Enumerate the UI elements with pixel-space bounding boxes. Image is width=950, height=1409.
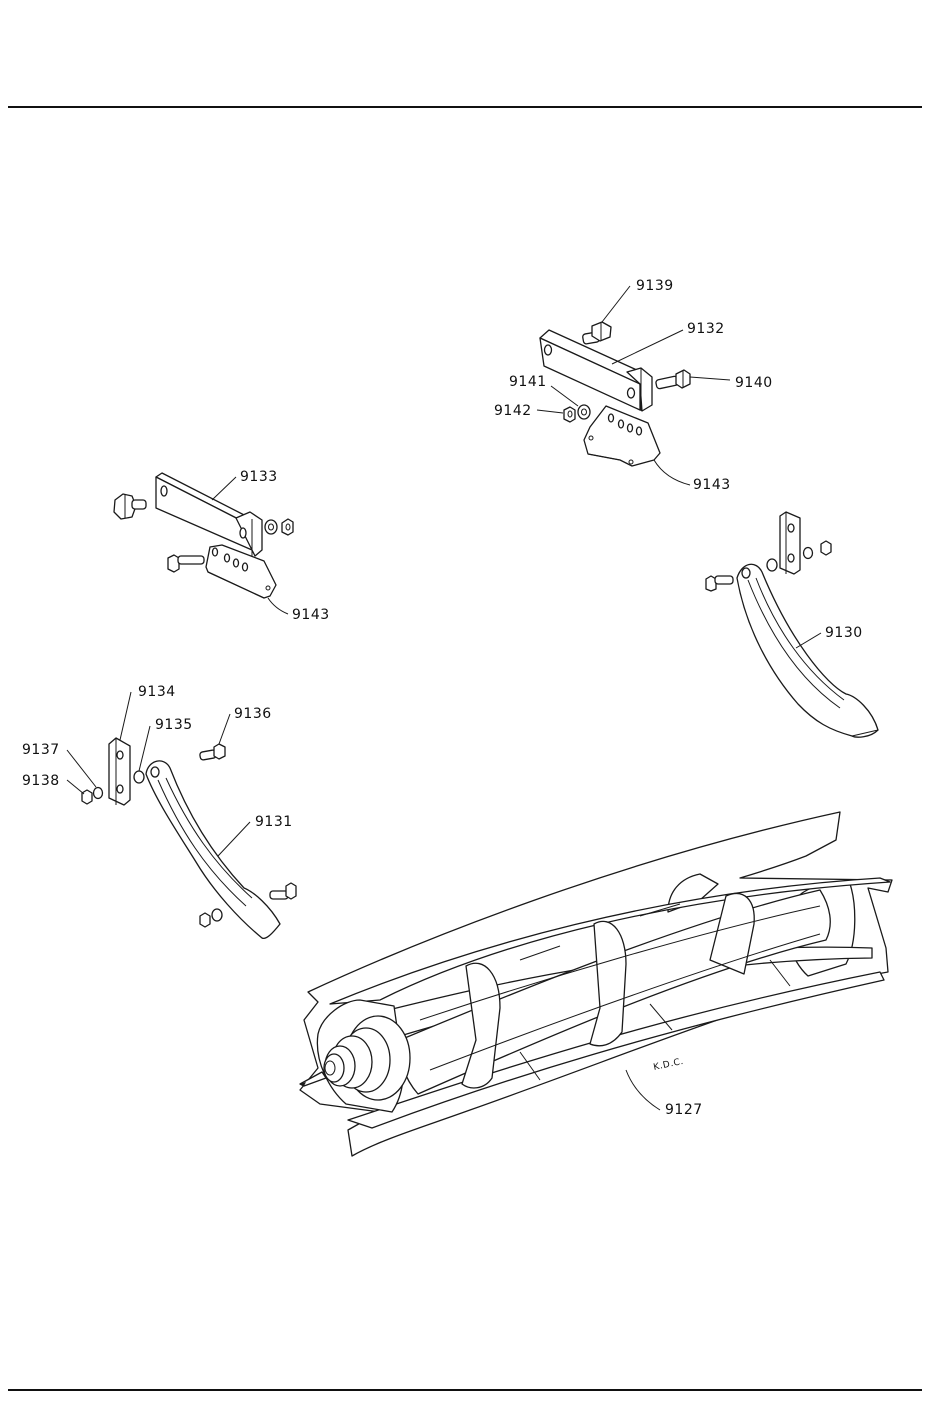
bolt-9130-left xyxy=(706,576,733,591)
leader-9130 xyxy=(796,633,821,648)
callout-9127: 9127 xyxy=(665,1102,703,1118)
callout-9141: 9141 xyxy=(509,374,547,390)
link-plate-9130 xyxy=(780,512,800,574)
nut-9138 xyxy=(82,790,92,804)
leader-9140 xyxy=(690,377,730,380)
leader-9136 xyxy=(219,714,230,744)
leader-9134 xyxy=(120,692,131,740)
leader-9135 xyxy=(139,726,150,771)
nut-9130 xyxy=(821,541,831,555)
adjusting-bolt-left xyxy=(114,494,146,519)
leader-9133 xyxy=(212,477,236,500)
callout-9138: 9138 xyxy=(22,773,60,789)
leader-9143-left xyxy=(268,598,288,614)
callout-9143-upper: 9143 xyxy=(693,477,731,493)
washer-9131-lower xyxy=(212,909,222,921)
callout-9134: 9134 xyxy=(138,684,176,700)
leader-9127 xyxy=(626,1070,660,1110)
callout-9139: 9139 xyxy=(636,278,674,294)
nut-9131-lower xyxy=(200,913,210,927)
bolt-9140 xyxy=(655,370,690,389)
mounting-plate-9143-upper xyxy=(584,406,660,466)
leader-9137 xyxy=(67,750,96,787)
leader-9132 xyxy=(612,330,683,364)
washer-9130-a xyxy=(767,559,777,571)
callout-9143-left: 9143 xyxy=(292,607,330,623)
bolt-left-plate xyxy=(168,555,204,572)
washer-9135 xyxy=(134,771,144,783)
leader-9138 xyxy=(67,780,84,794)
nut-left-bracket xyxy=(282,519,293,535)
callout-9132: 9132 xyxy=(687,321,725,337)
side-plate-9130 xyxy=(737,564,878,737)
leader-9143-upper xyxy=(654,460,690,485)
drafter-initials: K.D.C. xyxy=(653,1057,685,1073)
mounting-plate-9143-left xyxy=(206,545,276,598)
bracket-assembly-left xyxy=(114,473,293,598)
side-plate-9131-assembly xyxy=(82,738,296,938)
adjusting-bolt-9139 xyxy=(582,322,611,344)
callout-9136: 9136 xyxy=(234,706,272,722)
washer-9141 xyxy=(578,405,590,419)
washer-9137 xyxy=(94,788,103,799)
leader-9131 xyxy=(218,822,250,856)
cutting-reel-9127: K.D.C. xyxy=(300,812,892,1156)
washer-left-bracket xyxy=(265,520,277,534)
callout-9131: 9131 xyxy=(255,814,293,830)
washer-9130-b xyxy=(804,548,813,559)
callout-9140: 9140 xyxy=(735,375,773,391)
nut-9142 xyxy=(564,407,575,422)
bolt-9131-lower-right xyxy=(270,883,296,899)
leader-9142 xyxy=(537,410,563,413)
callout-9142: 9142 xyxy=(494,403,532,419)
bracket-bar-9133 xyxy=(156,473,262,556)
leader-9141 xyxy=(551,386,578,406)
callout-9135: 9135 xyxy=(155,717,193,733)
callout-9130: 9130 xyxy=(825,625,863,641)
callout-9137: 9137 xyxy=(22,742,60,758)
bolt-9136 xyxy=(199,744,225,760)
callout-9133: 9133 xyxy=(240,469,278,485)
leader-9139 xyxy=(602,286,630,322)
link-plate-9134 xyxy=(109,738,130,805)
